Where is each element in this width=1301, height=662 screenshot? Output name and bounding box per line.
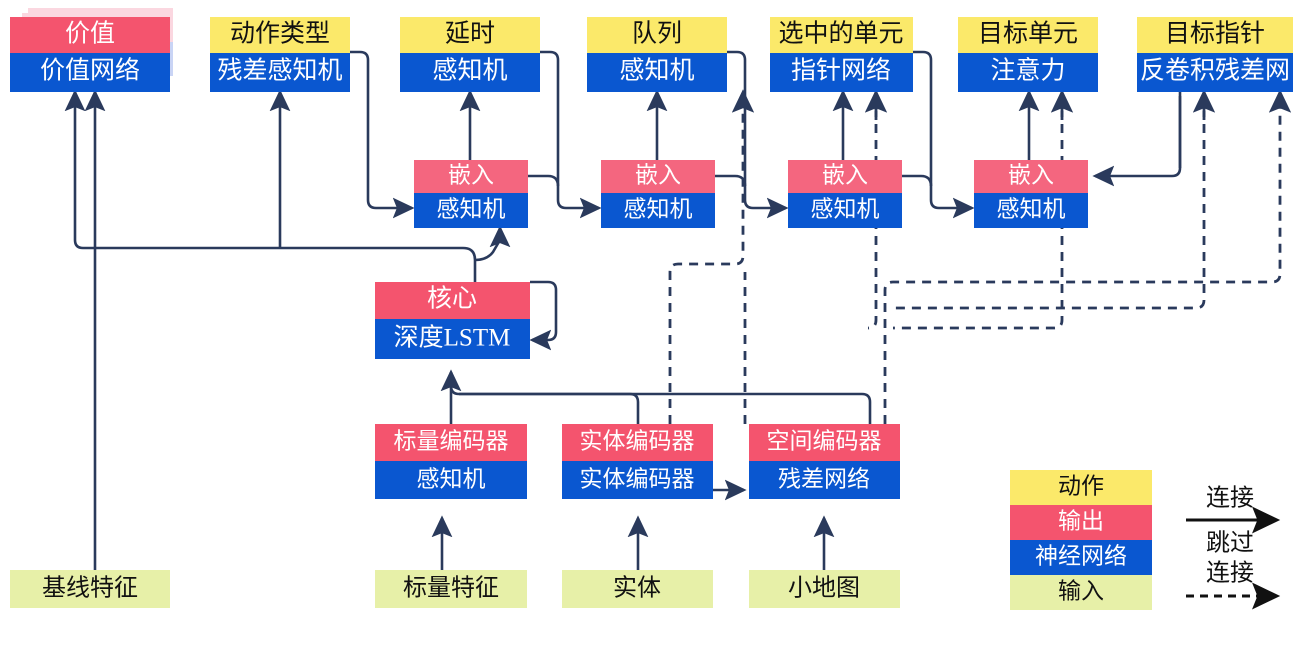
block-selected-unit[interactable]: 选中的单元 指针网络 [770, 17, 913, 92]
block-spatial-encoder[interactable]: 空间编码器 残差网络 [749, 424, 900, 499]
edge-spatialenc-bus [459, 392, 872, 424]
block-spatial-encoder-bottom: 残差网络 [778, 466, 870, 491]
block-entity-encoder-top: 实体编码器 [580, 428, 695, 453]
block-action-type[interactable]: 动作类型 残差感知机 [210, 17, 350, 92]
block-core-top: 核心 [427, 285, 477, 313]
block-queue[interactable]: 队列 感知机 [587, 17, 727, 92]
edge-core-recurrent [529, 280, 558, 351]
block-selected-unit-top: 选中的单元 [778, 20, 903, 48]
block-embed-3[interactable]: 嵌入 感知机 [788, 160, 902, 228]
block-embed-1-bottom: 感知机 [437, 196, 506, 221]
skip-selected-down [867, 92, 878, 330]
input-minimap-label: 小地图 [788, 575, 860, 602]
legend-swatches: 动作 输出 神经网络 输入 [1010, 470, 1152, 610]
edge-bus-to-embed1 [474, 225, 511, 262]
legend-connect-label: 连接 [1206, 485, 1254, 512]
edge-embed2-to-embed3-link [714, 174, 747, 187]
edge-targetpointer-to-embed4 [1092, 92, 1182, 187]
block-value[interactable]: 价值 价值网络 [10, 17, 170, 92]
block-target-pointer[interactable]: 目标指针 反卷积残差网 [1137, 17, 1293, 92]
legend-label-network: 神经网络 [1035, 543, 1127, 568]
block-embed-2-bottom: 感知机 [624, 196, 693, 221]
legend-skip-label-1: 跳过 [1206, 530, 1254, 557]
block-selected-unit-bottom: 指针网络 [791, 57, 891, 85]
skip-targetpointer-col [893, 92, 1206, 310]
block-delay-bottom: 感知机 [432, 57, 507, 85]
block-embed-3-bottom: 感知机 [811, 196, 880, 221]
block-embed-4-bottom: 感知机 [997, 196, 1066, 221]
input-scalar-features[interactable]: 标量特征 [375, 570, 527, 608]
edge-embed3-to-embed4-link [901, 174, 933, 187]
edge-selected-to-embed4 [913, 50, 975, 219]
input-minimap[interactable]: 小地图 [749, 570, 900, 608]
legend-label-action: 动作 [1058, 473, 1104, 498]
input-scalar-features-label: 标量特征 [403, 575, 499, 602]
block-target-pointer-bottom: 反卷积残差网 [1140, 57, 1290, 85]
block-scalar-encoder-top: 标量编码器 [394, 428, 509, 453]
input-entities[interactable]: 实体 [562, 570, 713, 608]
block-queue-bottom: 感知机 [619, 57, 694, 85]
block-scalar-encoder-bottom: 感知机 [417, 466, 486, 491]
legend-connect: 连接 [1186, 485, 1281, 534]
skip-spatialenc-branch [883, 89, 1292, 424]
block-scalar-encoder[interactable]: 标量编码器 感知机 [375, 424, 527, 499]
block-embed-1[interactable]: 嵌入 感知机 [414, 160, 528, 228]
block-target-unit-bottom: 注意力 [990, 57, 1065, 85]
block-core[interactable]: 核心 深度LSTM [375, 282, 530, 359]
block-embed-2[interactable]: 嵌入 感知机 [601, 160, 715, 228]
input-baseline-features[interactable]: 基线特征 [10, 570, 170, 608]
skip-targetunit-col [893, 92, 1064, 330]
block-target-unit-top: 目标单元 [978, 20, 1078, 48]
block-core-bottom: 深度LSTM [394, 324, 511, 352]
edge-embed1-to-embed2-link [528, 174, 560, 187]
input-baseline-features-label: 基线特征 [42, 575, 138, 602]
block-embed-3-top: 嵌入 [822, 162, 868, 187]
block-target-unit[interactable]: 目标单元 注意力 [958, 17, 1098, 92]
block-target-pointer-top: 目标指针 [1165, 20, 1265, 48]
legend-label-output: 输出 [1058, 508, 1104, 533]
block-embed-4-top: 嵌入 [1008, 162, 1054, 187]
edge-delay-to-embed2 [540, 50, 602, 219]
skip-entityenc-to-selected [668, 89, 755, 424]
block-embed-4[interactable]: 嵌入 感知机 [974, 160, 1088, 228]
block-value-bottom: 价值网络 [40, 57, 140, 85]
block-embed-1-top: 嵌入 [448, 162, 494, 187]
block-entity-encoder-bottom: 实体编码器 [580, 466, 695, 491]
edge-encoders-bus [440, 369, 640, 424]
block-spatial-encoder-top: 空间编码器 [767, 428, 882, 453]
block-action-type-top: 动作类型 [230, 20, 330, 48]
block-action-type-bottom: 残差感知机 [217, 57, 342, 85]
edge-actiontype-to-embed1 [350, 50, 415, 219]
block-entity-encoder[interactable]: 实体编码器 实体编码器 [562, 424, 713, 499]
block-delay-top: 延时 [445, 20, 495, 48]
legend-skip-label-2: 连接 [1206, 560, 1254, 587]
block-value-top: 价值 [65, 20, 115, 48]
input-entities-label: 实体 [613, 575, 661, 602]
legend-label-input: 输入 [1058, 578, 1104, 603]
legend-skip: 跳过 连接 [1186, 530, 1281, 610]
edge-queue-to-embed3 [727, 50, 789, 219]
block-embed-2-top: 嵌入 [635, 162, 681, 187]
edge-core-to-bus [64, 89, 477, 282]
block-queue-top: 队列 [632, 20, 682, 48]
block-delay[interactable]: 延时 感知机 [400, 17, 540, 92]
